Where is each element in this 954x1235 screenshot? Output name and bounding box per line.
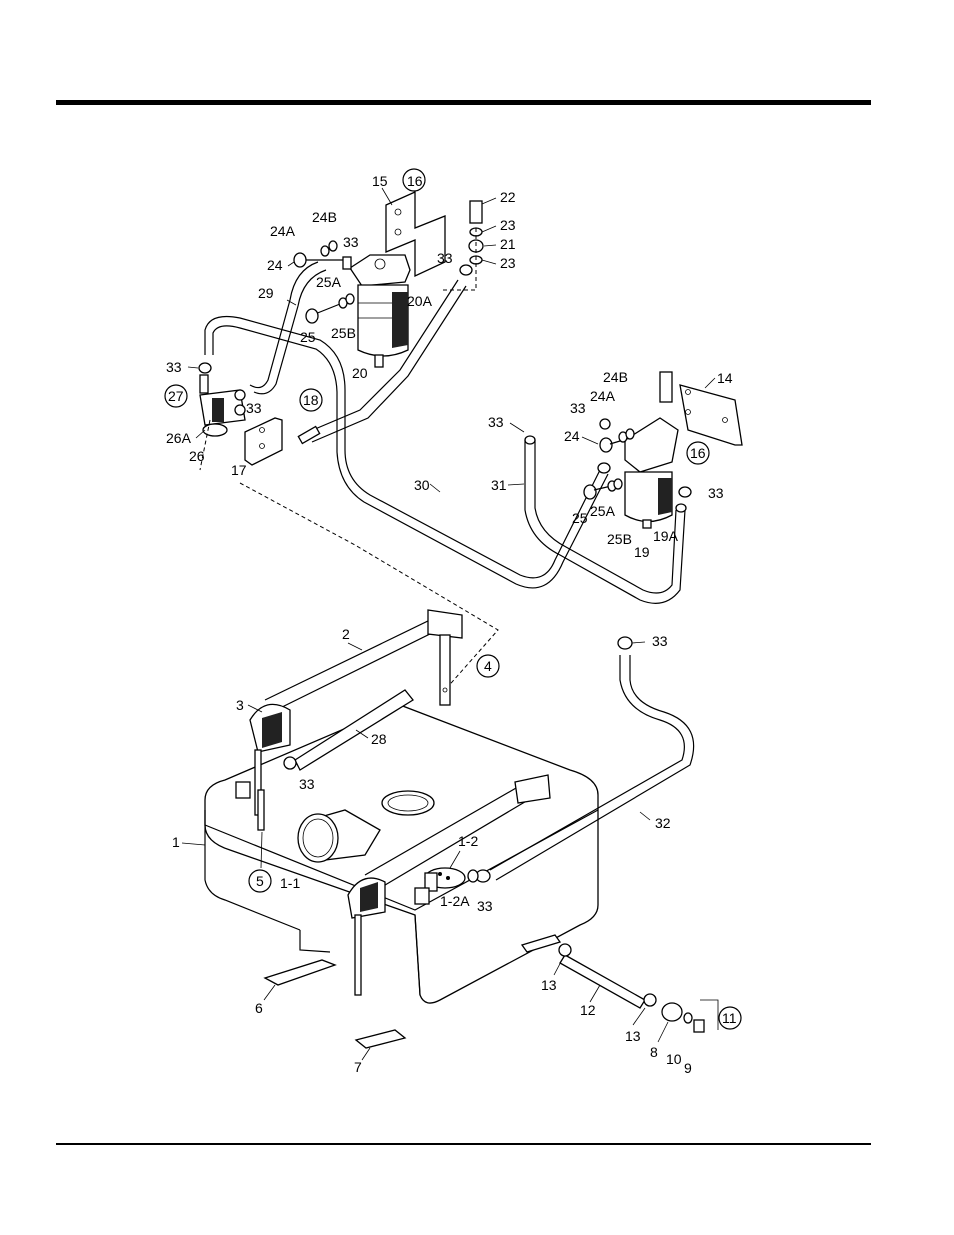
strap-rod	[440, 635, 450, 705]
rubber-pad-6	[265, 960, 335, 985]
label-1-2: 1-2	[458, 833, 478, 849]
strap-bracket	[428, 610, 462, 638]
label-28: 28	[371, 731, 387, 747]
label-3: 3	[236, 697, 244, 713]
drain-washer	[684, 1013, 692, 1023]
label-25: 25	[300, 329, 316, 345]
label-24b: 24B	[603, 369, 628, 385]
label-23: 23	[500, 255, 516, 271]
label-24a: 24A	[270, 223, 296, 239]
label-7: 7	[354, 1059, 362, 1075]
label-23: 23	[500, 217, 516, 233]
label-9: 9	[684, 1060, 692, 1076]
label-19a: 19A	[653, 528, 679, 544]
washer-24b	[329, 241, 337, 251]
label-26a: 26A	[166, 430, 192, 446]
label-16: 16	[690, 445, 706, 461]
drain-hose	[560, 955, 645, 1008]
tie-rod	[355, 915, 361, 995]
label-29: 29	[258, 285, 274, 301]
label-2: 2	[342, 626, 350, 642]
label-33: 33	[437, 250, 453, 266]
label-1-1: 1-1	[280, 875, 300, 891]
filter-head	[350, 255, 410, 286]
bleed-fitting	[660, 372, 672, 402]
label-12: 12	[580, 1002, 596, 1018]
bolt-24	[294, 253, 306, 267]
filler-cap	[298, 814, 338, 862]
label-33: 33	[166, 359, 182, 375]
label-20: 20	[352, 365, 368, 381]
hose-clamp	[343, 257, 351, 269]
label-26: 26	[189, 448, 205, 464]
label-25b: 25B	[607, 531, 632, 547]
label-24: 24	[564, 428, 580, 444]
rubber-pad-7	[356, 1030, 405, 1048]
label-11: 11	[722, 1010, 737, 1026]
bolt-25	[306, 309, 318, 323]
label-24: 24	[267, 257, 283, 273]
hose-clamp	[460, 265, 472, 275]
label-13: 13	[541, 977, 557, 993]
fuel-tank-assembly	[205, 610, 718, 1048]
label-8: 8	[650, 1044, 658, 1060]
label-1-2a: 1-2A	[440, 893, 470, 909]
pump-base	[203, 424, 227, 436]
label-16: 16	[407, 173, 423, 189]
label-33: 33	[652, 633, 668, 649]
label-10: 10	[666, 1051, 682, 1067]
label-30: 30	[414, 477, 430, 493]
label-1: 1	[172, 834, 180, 850]
filter-element	[392, 292, 408, 348]
label-33: 33	[570, 400, 586, 416]
tie-rod-5	[258, 790, 264, 830]
label-27: 27	[168, 388, 184, 404]
hose-clamp	[199, 363, 211, 373]
label-31: 31	[491, 477, 507, 493]
label-5: 5	[256, 873, 264, 889]
drain-plug	[375, 355, 383, 367]
label-21: 21	[500, 236, 516, 252]
label-6: 6	[255, 1000, 263, 1016]
label-25: 25	[572, 510, 588, 526]
label-18: 18	[303, 392, 319, 408]
tank-plug	[236, 782, 250, 798]
drain-plug-9	[694, 1020, 704, 1032]
label-20a: 20A	[407, 293, 433, 309]
label-33: 33	[299, 776, 315, 792]
label-33: 33	[488, 414, 504, 430]
label-33: 33	[477, 898, 493, 914]
reference-line	[240, 483, 498, 690]
label-19: 19	[634, 544, 650, 560]
label-17: 17	[231, 462, 247, 478]
label-24b: 24B	[312, 209, 337, 225]
pump-bracket	[245, 418, 282, 465]
label-25b: 25B	[331, 325, 356, 341]
label-14: 14	[717, 370, 733, 386]
label-13: 13	[625, 1028, 641, 1044]
label-25a: 25A	[316, 274, 342, 290]
label-15: 15	[372, 173, 388, 189]
label-4: 4	[484, 658, 492, 674]
washer-25b	[346, 294, 354, 304]
tank-plug	[415, 888, 429, 904]
label-33: 33	[343, 234, 359, 250]
label-32: 32	[655, 815, 671, 831]
label-25a: 25A	[590, 503, 616, 519]
label-22: 22	[500, 189, 516, 205]
label-24a: 24A	[590, 388, 616, 404]
label-33: 33	[246, 400, 262, 416]
drain-fitting	[662, 1003, 682, 1021]
filter-head-right	[625, 418, 678, 472]
bleed-screw	[470, 201, 482, 223]
washer-24a	[321, 246, 329, 256]
label-33: 33	[708, 485, 724, 501]
